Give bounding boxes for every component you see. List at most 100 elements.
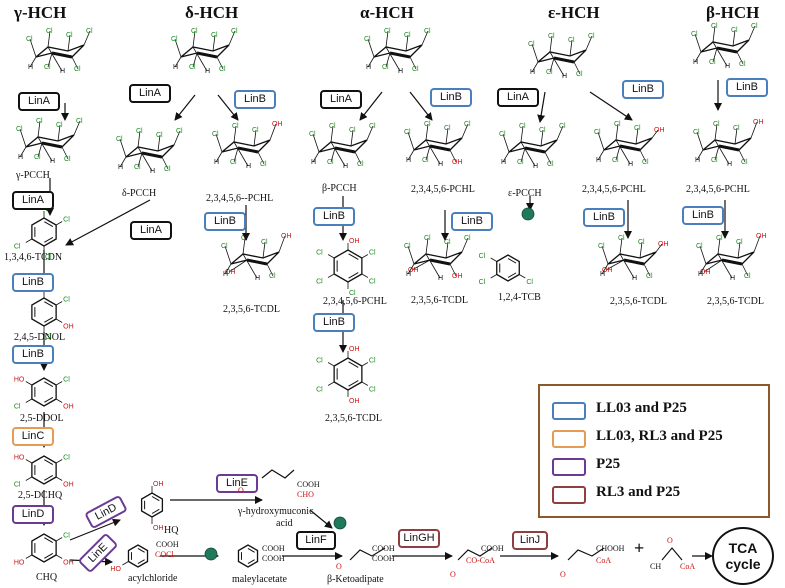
h-atom: H	[50, 158, 55, 165]
substituent-bond	[694, 33, 702, 53]
oh-group: OH	[281, 233, 292, 240]
substituent-bond	[738, 149, 746, 163]
acyl-chain	[567, 547, 605, 561]
h-atom: H	[205, 68, 210, 75]
substituent-bond	[55, 537, 63, 542]
cl-atom: Cl	[16, 126, 23, 133]
ring-bond	[31, 217, 57, 247]
substituent-bond	[696, 131, 704, 151]
substituent-bond	[703, 259, 723, 273]
cl-atom: Cl	[164, 166, 171, 173]
arrow-alpha-2	[409, 91, 433, 121]
substituent-bond	[385, 30, 389, 48]
arrow-delta-3	[65, 199, 151, 246]
fragment-o-3: O	[450, 570, 456, 579]
enzyme-linb-beta-2: LinB	[682, 206, 724, 225]
ring-bond-bold	[721, 258, 743, 266]
legend-label: LL03, RL3 and P25	[596, 428, 723, 444]
substituent-bond	[55, 476, 63, 481]
fragment-cooh-2: COOH	[156, 540, 179, 549]
enzyme-linb-gamma-3: LinB	[12, 273, 54, 292]
cl-atom: Cl	[369, 279, 376, 286]
oh-group: OH	[756, 233, 767, 240]
double-bond	[137, 559, 145, 565]
enzyme-lingh: LinGH	[398, 529, 440, 548]
substituent-bond	[192, 30, 196, 48]
acetyl-chain	[661, 547, 683, 561]
enzyme-lina-delta: LinA	[129, 84, 171, 103]
legend-label: P25	[596, 456, 621, 472]
substituent-bond	[361, 273, 369, 278]
h-atom: H	[695, 157, 700, 164]
legend-label: RL3 and P25	[596, 484, 681, 500]
enzyme-linb-epsilon-2: LinB	[583, 208, 625, 227]
cl-atom: Cl	[63, 533, 70, 540]
substituent-bond	[350, 129, 354, 147]
substituent-bond	[327, 273, 335, 278]
substituent-bond	[354, 151, 362, 165]
substituent-bond	[67, 34, 71, 52]
cl-atom: Cl	[464, 235, 471, 242]
cl-atom: Cl	[526, 279, 533, 286]
substituent-bond	[699, 263, 707, 275]
substituent-bond	[55, 381, 63, 386]
arrow-alpha-1	[359, 91, 383, 121]
cl-atom: Cl	[86, 28, 93, 35]
h-atom: H	[366, 64, 371, 71]
substituent-bond	[714, 123, 718, 141]
enzyme-lina-gamma: LinA	[18, 92, 60, 111]
label-pchl-delta: 2,3,4,5,6--PCHL	[206, 193, 274, 204]
substituent-bond	[228, 30, 236, 46]
ring-bond-bold	[237, 146, 259, 154]
cl-atom: Cl	[422, 157, 429, 164]
substituent-bond	[714, 139, 730, 165]
legend-swatch-red	[552, 486, 586, 504]
cl-atom: Cl	[614, 121, 621, 128]
cl-atom: Cl	[74, 66, 81, 73]
double-bond	[151, 496, 160, 502]
cl-atom: Cl	[444, 125, 451, 132]
substituent-bond	[569, 39, 573, 57]
cl-atom: Cl	[316, 358, 323, 365]
substituent-bond	[717, 237, 721, 255]
substituent-bond	[19, 146, 27, 158]
cl-atom: Cl	[693, 129, 700, 136]
cl-atom: Cl	[64, 156, 71, 163]
cl-atom: Cl	[221, 243, 228, 250]
cl-atom: Cl	[528, 41, 535, 48]
cl-atom: Cl	[638, 239, 645, 246]
substituent-bond	[83, 30, 91, 46]
cl-atom: Cl	[548, 33, 555, 40]
cl-atom: Cl	[709, 59, 716, 66]
substituent-bond	[712, 41, 728, 67]
substituent-bond	[411, 259, 431, 271]
cl-atom: Cl	[46, 28, 53, 35]
legend-label: LL03 and P25	[596, 400, 687, 416]
cl-atom: Cl	[696, 243, 703, 250]
cl-atom: Cl	[404, 243, 411, 250]
enzyme-linb-delta: LinB	[234, 90, 276, 109]
cl-atom: Cl	[479, 279, 486, 286]
cl-atom: Cl	[316, 279, 323, 286]
h-atom: H	[246, 163, 251, 170]
substituent-bond	[461, 123, 469, 139]
substituent-bond	[540, 129, 544, 147]
enzyme-lina-gamma-2: LinA	[12, 191, 54, 210]
h-atom: H	[28, 64, 33, 71]
enzyme-linb-epsilon: LinB	[622, 80, 664, 99]
oh-group: OH	[63, 324, 74, 331]
cl-atom: Cl	[316, 250, 323, 257]
cl-atom: Cl	[499, 131, 506, 138]
h-atom: H	[255, 275, 260, 282]
double-bond	[151, 508, 160, 514]
oh-group: OH	[349, 346, 360, 353]
substituent-bond	[47, 30, 51, 48]
double-bond	[348, 380, 359, 387]
double-bond	[44, 553, 54, 559]
